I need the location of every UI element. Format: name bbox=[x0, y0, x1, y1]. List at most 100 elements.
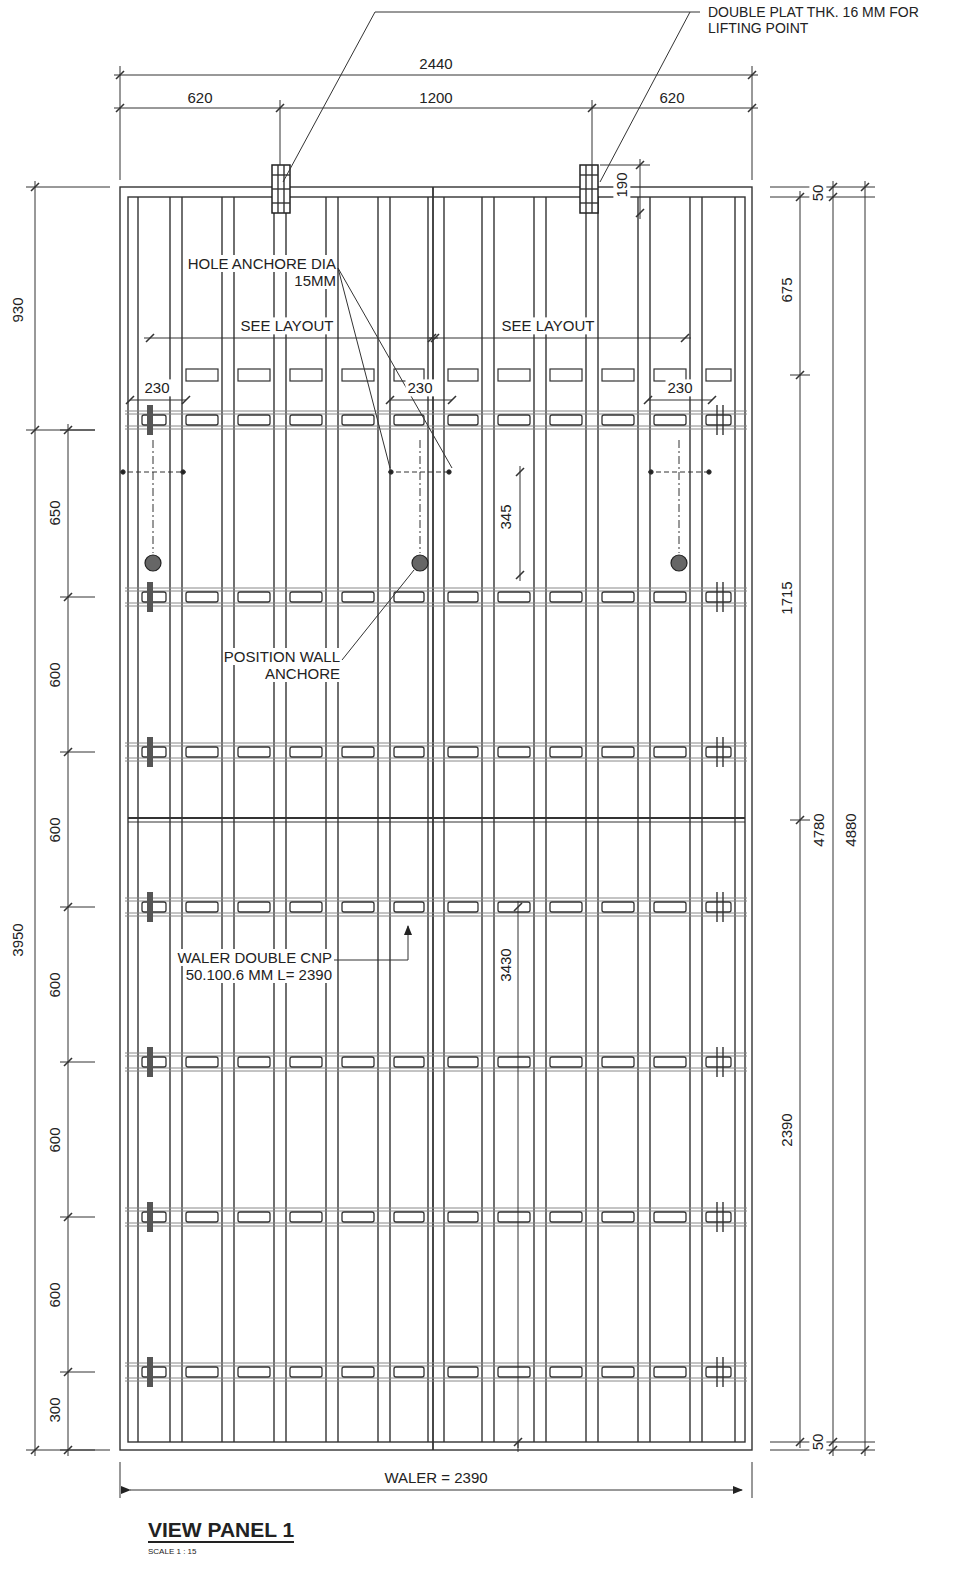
waler-slot bbox=[448, 415, 478, 425]
dimension-tick bbox=[748, 104, 756, 112]
dimension-tick bbox=[64, 593, 72, 601]
dimension-tick bbox=[64, 1058, 72, 1066]
note-label: WALER DOUBLE CNP 50.100.6 MM L= 2390 bbox=[145, 949, 334, 984]
tie-bolt bbox=[722, 737, 723, 767]
tie-bolt bbox=[716, 892, 717, 922]
waler-slot bbox=[654, 592, 686, 602]
waler-slot bbox=[706, 415, 731, 425]
waler-slot bbox=[238, 592, 270, 602]
dimension-tick bbox=[796, 1438, 804, 1446]
waler-channel bbox=[125, 1366, 747, 1367]
vertical-stud bbox=[545, 197, 546, 1442]
extension-line bbox=[26, 187, 110, 188]
waler-slot bbox=[186, 1057, 218, 1067]
waler-channel bbox=[125, 898, 747, 899]
scale-caption: SCALE 1 : 15 bbox=[148, 1547, 196, 1556]
dimension-tick bbox=[588, 104, 596, 112]
leader-line bbox=[334, 960, 408, 961]
dimension-dot bbox=[707, 470, 711, 474]
layout-slot bbox=[238, 369, 270, 381]
waler-slot bbox=[186, 415, 218, 425]
layout-slot bbox=[602, 369, 634, 381]
dimension-line bbox=[429, 338, 691, 339]
dimension-tick bbox=[276, 104, 284, 112]
layout-slot bbox=[498, 369, 530, 381]
panel-inner-frame bbox=[128, 197, 745, 1442]
extension-line bbox=[592, 100, 593, 165]
tie-bolt bbox=[147, 405, 153, 435]
dimension-line bbox=[833, 181, 834, 1456]
dimension-tick bbox=[636, 209, 644, 217]
dimension-tick bbox=[516, 468, 524, 476]
tie-bolt bbox=[722, 405, 723, 435]
waler-slot bbox=[342, 902, 374, 912]
extension-line bbox=[60, 1372, 95, 1373]
extension-line bbox=[752, 1462, 753, 1498]
dimension-tick bbox=[796, 816, 804, 824]
tie-bolt bbox=[147, 1202, 153, 1232]
extension-line bbox=[60, 907, 95, 908]
waler-channel bbox=[125, 606, 747, 607]
dimension-label: 4880 bbox=[842, 811, 859, 848]
vertical-stud bbox=[233, 197, 234, 1442]
waler-slot bbox=[448, 1367, 478, 1377]
waler-channel bbox=[125, 913, 747, 914]
dimension-line bbox=[35, 181, 36, 1456]
waler-channel bbox=[125, 1381, 747, 1382]
dimension-tick bbox=[126, 396, 134, 404]
waler-slot bbox=[342, 1212, 374, 1222]
layout-slot bbox=[290, 369, 322, 381]
waler-slot bbox=[342, 1057, 374, 1067]
vertical-stud bbox=[389, 197, 390, 1442]
waler-channel bbox=[125, 1208, 747, 1209]
dimension-tick bbox=[829, 1438, 837, 1446]
dimension-label: 675 bbox=[778, 275, 795, 304]
waler-slot bbox=[448, 747, 478, 757]
dimension-label: 600 bbox=[46, 815, 63, 844]
vertical-stud bbox=[649, 197, 650, 1442]
anchor-centerline bbox=[153, 440, 154, 553]
dimension-tick bbox=[31, 426, 39, 434]
dimension-line bbox=[640, 159, 641, 219]
dimension-tick bbox=[116, 71, 124, 79]
extension-line bbox=[60, 1062, 95, 1063]
dimension-label: 2440 bbox=[417, 55, 454, 72]
dimension-label: 600 bbox=[46, 1280, 63, 1309]
dimension-dot bbox=[181, 470, 185, 474]
waler-slot bbox=[706, 1212, 731, 1222]
dimension-label: 230 bbox=[665, 379, 694, 396]
note-label: DOUBLE PLAT THK. 16 MM FOR LIFTING POINT bbox=[706, 4, 945, 36]
waler-slot bbox=[394, 1057, 424, 1067]
leader-line bbox=[338, 268, 452, 468]
dimension-line bbox=[114, 108, 758, 109]
waler-slot bbox=[706, 902, 731, 912]
dimension-label: 230 bbox=[142, 379, 171, 396]
waler-slot bbox=[602, 902, 634, 912]
vertical-stud bbox=[533, 197, 534, 1442]
waler-slot bbox=[550, 902, 582, 912]
extension-line bbox=[120, 66, 121, 180]
waler-slot bbox=[654, 1367, 686, 1377]
waler-slot bbox=[394, 1212, 424, 1222]
waler-slot bbox=[654, 902, 686, 912]
leader-line bbox=[375, 12, 700, 13]
waler-slot bbox=[706, 747, 731, 757]
tie-bolt bbox=[716, 405, 717, 435]
waler-slot bbox=[654, 747, 686, 757]
extension-line bbox=[518, 1442, 519, 1452]
waler-channel bbox=[125, 603, 747, 604]
waler-slot bbox=[498, 1367, 530, 1377]
waler-channel bbox=[125, 743, 747, 744]
waler-slot bbox=[550, 747, 582, 757]
waler-slot bbox=[238, 1057, 270, 1067]
tie-bolt bbox=[716, 1202, 717, 1232]
waler-slot bbox=[498, 747, 530, 757]
dimension-label: 4780 bbox=[810, 811, 827, 848]
waler-slot bbox=[498, 415, 530, 425]
waler-slot bbox=[394, 747, 424, 757]
dimension-tick bbox=[64, 426, 72, 434]
lifting-plate bbox=[272, 165, 290, 213]
tie-bolt bbox=[716, 1357, 717, 1387]
waler-channel bbox=[125, 1226, 747, 1227]
extension-line bbox=[120, 1462, 121, 1498]
